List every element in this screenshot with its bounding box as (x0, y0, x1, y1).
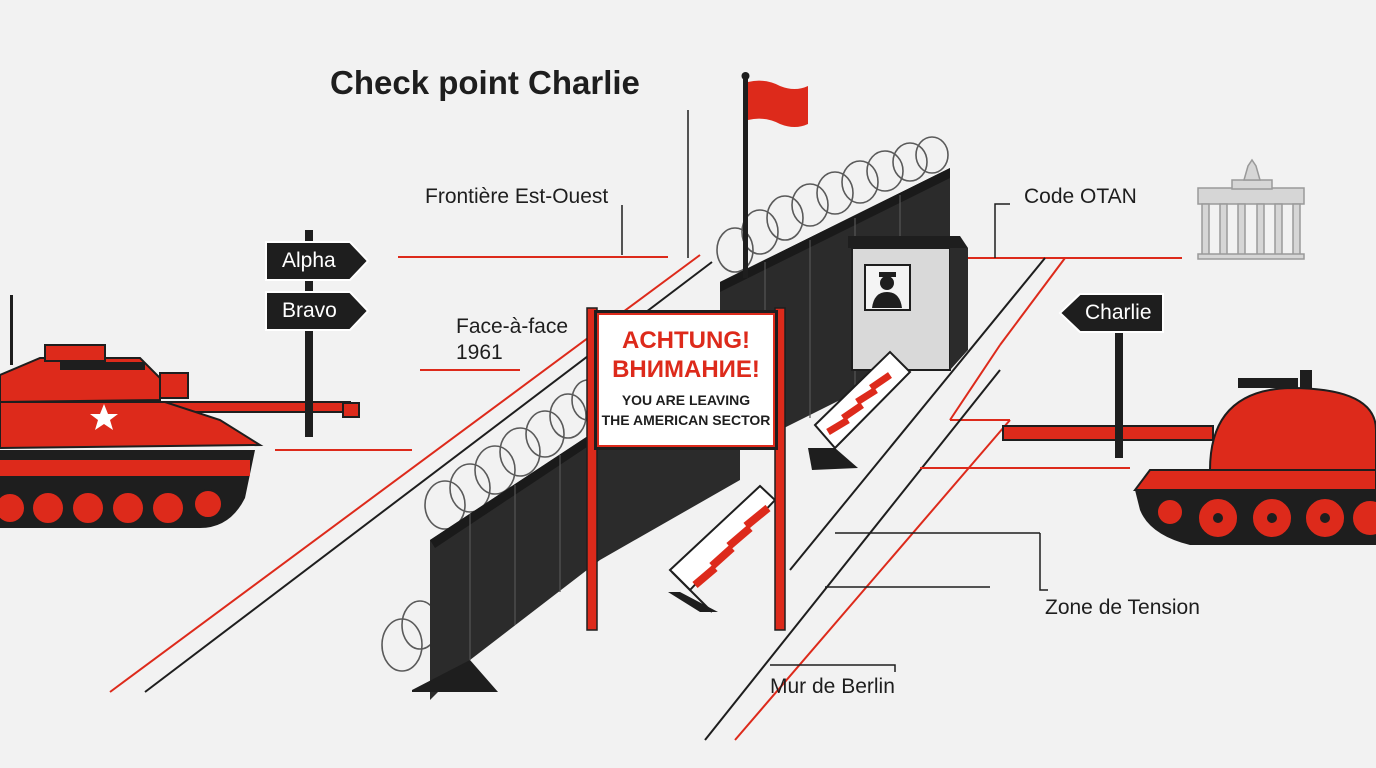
guard-booth (848, 236, 968, 371)
mur-berlin-label: Mur de Berlin (770, 675, 895, 698)
brandenburg-gate-icon (1197, 158, 1305, 260)
callout-lines (621, 110, 1048, 672)
warning-line-english-1: YOU ARE LEAVING (621, 392, 751, 408)
code-otan-label: Code OTAN (1024, 185, 1137, 208)
warning-line-english-2: THE AMERICAN SECTOR (601, 412, 771, 428)
warning-sign (586, 307, 786, 631)
tank-icon (0, 295, 360, 528)
page-title: Check point Charlie (330, 64, 640, 101)
sign-alpha: Alpha (282, 249, 336, 272)
face-a-face-label: Face-à-face (456, 315, 569, 338)
warning-line-german: ACHTUNG! (622, 327, 750, 354)
sign-bravo: Bravo (282, 299, 337, 322)
right-signpost (1058, 293, 1164, 458)
guard-icon (872, 272, 902, 308)
barrier-near (668, 484, 777, 613)
tank-icon (1002, 370, 1376, 545)
frontiere-label: Frontière Est-Ouest (425, 185, 609, 208)
zone-tension-label: Zone de Tension (1045, 596, 1200, 619)
barbed-wire-far (716, 136, 949, 273)
flag-icon (741, 72, 808, 278)
charlie-sign-plate (1058, 293, 1164, 333)
barrier-far (808, 350, 912, 470)
bravo-sign-plate (265, 291, 370, 331)
alpha-sign-plate (265, 241, 370, 281)
left-signpost (265, 230, 370, 437)
face-a-face-year: 1961 (456, 341, 503, 364)
sign-charlie: Charlie (1085, 301, 1152, 324)
warning-line-russian: ВНИМАНИЕ! (612, 356, 760, 383)
